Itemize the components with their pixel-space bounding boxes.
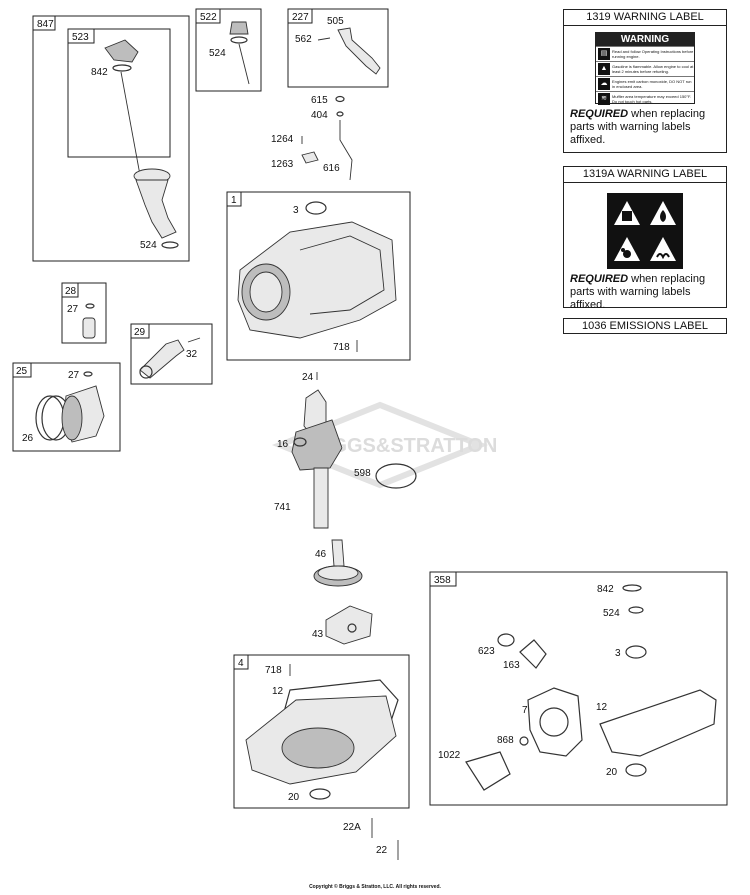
part-number-callout: 12: [272, 686, 284, 697]
warning-sticker: WARNING ▤Read and follow Operating Instr…: [595, 32, 695, 105]
panel-title: 1319A WARNING LABEL: [564, 167, 726, 183]
part-number-callout: 623: [478, 646, 495, 657]
part-number-callout: 22A: [343, 822, 361, 833]
box-label: 227: [292, 12, 309, 23]
group-522: 522 524: [195, 8, 262, 92]
governor-part: 43: [312, 605, 373, 645]
part-number-callout: 46: [315, 549, 327, 560]
part-number-callout: 27: [67, 304, 79, 315]
sticker-line: Gasoline is flammable. Allow engine to c…: [612, 64, 694, 74]
camshaft-part: 46: [313, 539, 363, 587]
hot-surface-icon: ≋: [598, 93, 610, 105]
box-label: 29: [134, 327, 146, 338]
panel-1319-warning-label: 1319 WARNING LABEL WARNING ▤Read and fol…: [563, 9, 727, 153]
brand-watermark: BRIGGS&STRATTON: [271, 401, 497, 489]
box-label: 1: [231, 195, 237, 206]
fumes-icon: [611, 233, 643, 265]
box-label: 4: [238, 658, 244, 669]
part-number-callout: 27: [68, 370, 80, 381]
panel-title: 1036 EMISSIONS LABEL: [582, 320, 708, 332]
group-29: 29 32: [130, 323, 213, 385]
part-number-callout: 718: [265, 665, 282, 676]
part-number-callout: 741: [274, 502, 291, 513]
group-25-piston: 25 27 26: [12, 362, 121, 452]
box-label: 847: [37, 19, 54, 30]
part-number-callout: 3: [293, 205, 299, 216]
svg-text:BRIGGS&STRATTON: BRIGGS&STRATTON: [297, 435, 497, 457]
group-28: 28 27: [61, 282, 107, 344]
required-note: REQUIRED when replacing parts with warni…: [570, 273, 706, 311]
hot-surface-icon: [647, 233, 679, 265]
part-number-callout: 524: [140, 240, 157, 251]
bolt-parts: 22A 22: [343, 818, 399, 860]
group-358-gasket-set: 358 842 524 623 163 3 7 12 868 1022 20: [429, 571, 728, 806]
sticker-line: Engines emit carbon monoxide, DO NOT run…: [612, 79, 692, 89]
part-number-callout: 163: [503, 660, 520, 671]
governor-linkage-parts: 615 404 1264 1263 616: [271, 95, 353, 181]
group-227: 227 505 562: [287, 8, 389, 88]
panel-1319a-warning-label: 1319A WARNING LABEL REQUIRED when replac…: [563, 166, 727, 311]
part-number-callout: 43: [312, 629, 324, 640]
part-number-callout: 562: [295, 34, 312, 45]
part-number-callout: 1263: [271, 159, 294, 170]
part-number-callout: 24: [302, 372, 314, 383]
part-number-callout: 16: [277, 439, 289, 450]
part-number-callout: 20: [288, 792, 300, 803]
part-number-callout: 598: [354, 468, 371, 479]
sticker-line: Muffler area temperature may exceed 150°…: [612, 94, 692, 104]
part-number-callout: 32: [186, 349, 198, 360]
manual-icon: [611, 197, 643, 229]
part-number-callout: 615: [311, 95, 328, 106]
flame-icon: ▲: [598, 63, 610, 75]
manual-icon: ▤: [598, 48, 610, 60]
fumes-icon: ☁: [598, 78, 610, 90]
panel-title: 1319 WARNING LABEL: [564, 10, 726, 26]
dipstick-part: [104, 39, 141, 176]
part-number-callout: 22: [376, 845, 388, 856]
box-label: 358: [434, 575, 451, 586]
part-number-callout: 20: [606, 767, 618, 778]
box-label: 28: [65, 286, 77, 297]
copyright-footer: Copyright © Briggs & Stratton, LLC. All …: [309, 884, 441, 890]
box-label: 523: [72, 32, 89, 43]
part-number-callout: 505: [327, 16, 344, 27]
group-4-sump: 4 718 12 20: [233, 654, 410, 809]
group-847: 847 523 842 524: [32, 15, 190, 262]
part-number-callout: 868: [497, 735, 514, 746]
part-number-callout: 718: [333, 342, 350, 353]
flame-icon: [647, 197, 679, 229]
part-number-callout: 12: [596, 702, 608, 713]
panel-1036-emissions-label: 1036 EMISSIONS LABEL: [563, 318, 727, 334]
pictogram-sticker: [607, 193, 683, 269]
part-number-callout: 1264: [271, 134, 294, 145]
part-number-callout: 524: [603, 608, 620, 619]
part-number-callout: 7: [522, 705, 528, 716]
part-number-callout: 26: [22, 433, 34, 444]
box-label: 25: [16, 366, 28, 377]
sticker-line: Read and follow Operating Instructions b…: [612, 49, 694, 59]
part-number-callout: 404: [311, 110, 328, 121]
part-number-callout: 1022: [438, 750, 461, 761]
part-number-callout: 616: [323, 163, 340, 174]
group-1-cylinder: 1 3 718: [226, 191, 411, 361]
warning-sticker-title: WARNING: [596, 33, 694, 46]
part-number-callout: 842: [91, 67, 108, 78]
part-number-callout: 524: [209, 48, 226, 59]
crankshaft-assembly: 24 16 741 598: [274, 372, 417, 529]
part-number-callout: 842: [597, 584, 614, 595]
part-number-callout: 3: [615, 648, 621, 659]
required-note: REQUIRED when replacing parts with warni…: [570, 108, 706, 146]
dipstick-tube-part: [133, 168, 179, 249]
box-label: 522: [200, 12, 217, 23]
